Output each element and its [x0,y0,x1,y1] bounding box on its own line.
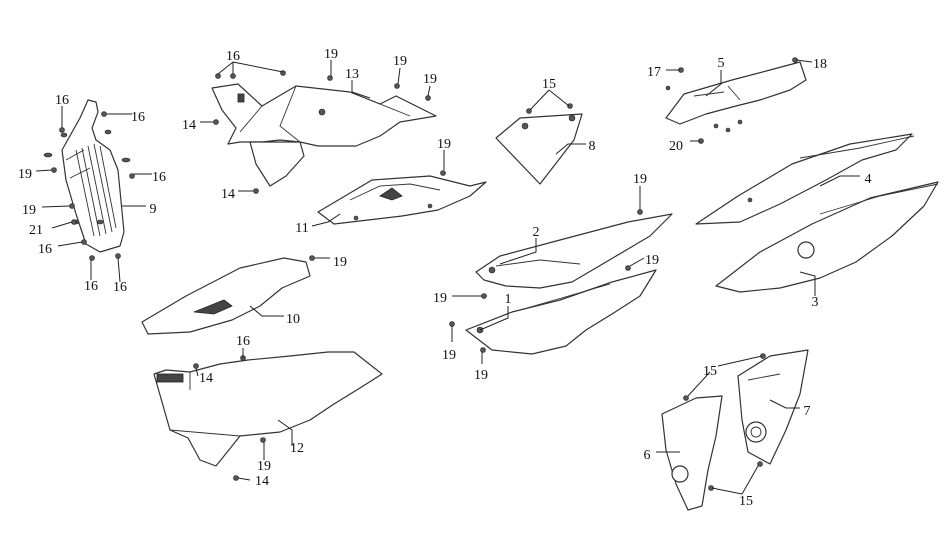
part-5-tail-bracket [665,61,807,133]
part-13-upper-cowl [211,83,437,187]
callout-c4: 4 [865,172,872,187]
callout-c8: 8 [589,139,596,154]
callout-c10: 10 [286,312,300,327]
part-11-lower-spoiler [317,175,487,225]
callout-c6: 6 [644,448,651,463]
callout-c21: 21 [29,223,43,238]
callout-c16e: 16 [38,242,52,257]
part-12-lower-fairing [153,351,383,467]
callout-c14c: 14 [199,371,213,386]
callout-c20: 20 [669,139,683,154]
part-7-inner-cover [737,349,809,465]
callout-c19e: 19 [633,172,647,187]
callout-c14d: 14 [255,474,269,489]
callout-c16f: 16 [84,279,98,294]
callout-c19h: 19 [442,348,456,363]
part-2-side-cover [475,213,673,289]
callout-c9: 9 [150,202,157,217]
callout-labels: 1234567891011121314141414151515161616161… [18,47,872,509]
part-4-tail-panel-upper [695,133,915,225]
callout-c13: 13 [345,67,359,82]
part-3-tail-panel-lower [715,181,939,293]
callout-c16b: 16 [55,93,69,108]
callout-c12: 12 [290,441,304,456]
callout-c19c: 19 [423,72,437,87]
callout-c19b: 19 [393,54,407,69]
callout-c19f: 19 [645,253,659,268]
callout-c19m: 19 [22,203,36,218]
callout-c16c: 16 [131,110,145,125]
part-6-inner-cover-left [661,395,723,511]
callout-c14b: 14 [221,187,235,202]
callout-c19j: 19 [333,255,347,270]
callout-c16g: 16 [113,280,127,295]
leader-lines [35,59,860,495]
callout-c5: 5 [718,56,725,71]
callout-c14a: 14 [182,118,196,133]
callout-c15a: 15 [542,77,556,92]
callout-c17: 17 [647,65,661,80]
callout-c19k: 19 [257,459,271,474]
callout-c19d: 19 [437,137,451,152]
callout-c19l: 19 [18,167,32,182]
callout-c16h: 16 [236,334,250,349]
callout-c3: 3 [812,295,819,310]
callout-c18: 18 [813,57,827,72]
part-1-lower-panel [465,269,657,355]
part-10-side-panel [141,257,311,335]
callout-c16d: 16 [152,170,166,185]
callout-c7: 7 [804,404,811,419]
callout-c2: 2 [533,225,540,240]
callout-c19a: 19 [324,47,338,62]
callout-c19g: 19 [433,291,447,306]
callout-c11: 11 [295,221,308,236]
callout-c1: 1 [505,292,512,307]
callout-c15c: 15 [739,494,753,509]
part-9-side-shroud [43,99,131,253]
callout-c15b: 15 [703,364,717,379]
part-8-triangle-panel [495,113,583,185]
callout-c16a: 16 [226,49,240,64]
callout-c19i: 19 [474,368,488,383]
